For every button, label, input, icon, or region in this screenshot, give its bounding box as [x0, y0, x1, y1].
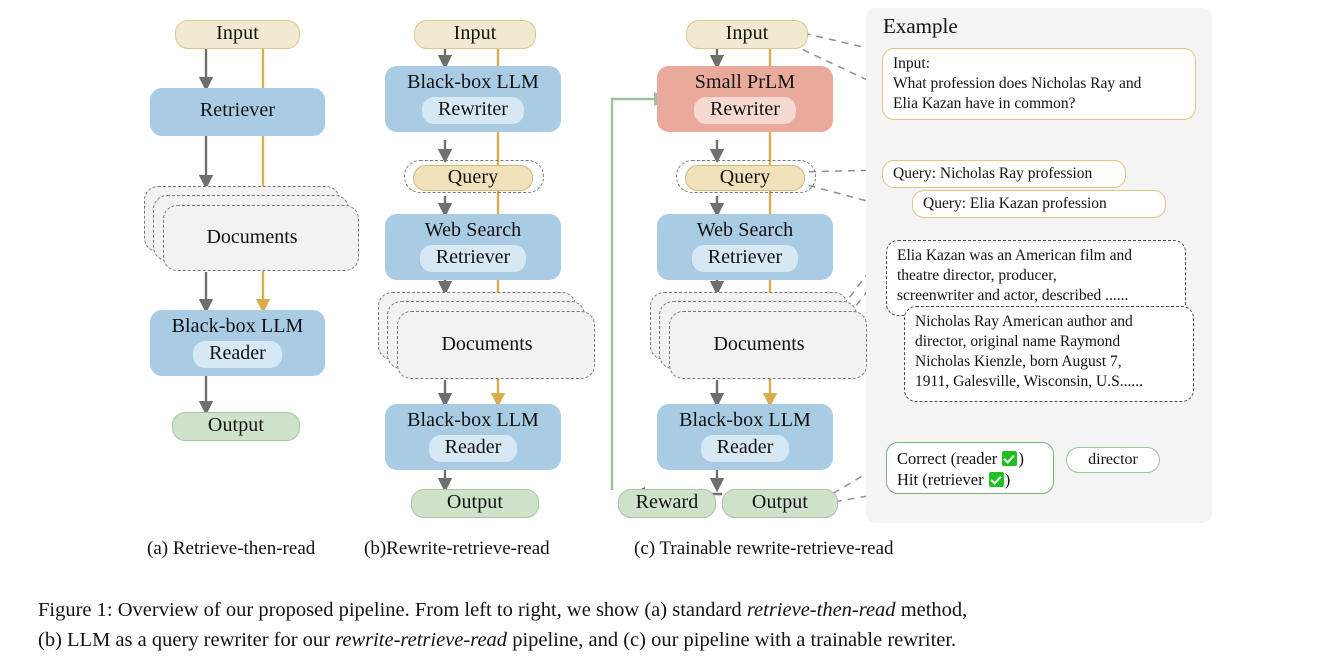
example-correct-line: Correct (reader )	[897, 448, 1044, 469]
node-b-rewriter[interactable]: Black-box LLM Rewriter	[385, 66, 561, 132]
node-c-query[interactable]: Query	[676, 160, 816, 196]
node-a-reader[interactable]: Black-box LLM Reader	[150, 310, 325, 376]
example-query-1: Query: Nicholas Ray profession	[893, 165, 1093, 182]
node-c-retriever-title: Web Search	[696, 218, 794, 241]
node-b-retriever[interactable]: Web Search Retriever	[385, 214, 561, 280]
node-c-output-label: Output	[751, 491, 809, 514]
node-a-documents-label: Documents	[206, 226, 298, 248]
subcaption-a: (a) Retrieve-then-read	[147, 538, 316, 559]
node-b-documents[interactable]: Documents	[378, 292, 596, 380]
node-c-rewriter[interactable]: Small PrLM Rewriter	[657, 66, 833, 132]
node-c-output[interactable]: Output	[722, 489, 838, 518]
node-c-retriever[interactable]: Web Search Retriever	[657, 214, 833, 280]
caption-line2-a: (b) LLM as a query rewriter for our	[38, 628, 336, 651]
example-verdict-card[interactable]: Correct (reader ) Hit (retriever )	[886, 442, 1054, 494]
node-c-input-label: Input	[725, 22, 769, 45]
node-b-reader-title: Black-box LLM	[407, 408, 539, 431]
node-c-documents[interactable]: Documents	[650, 292, 868, 380]
example-answer: director	[1088, 451, 1138, 468]
subcaption-b: (b)Rewrite-retrieve-read	[364, 538, 550, 559]
node-a-input[interactable]: Input	[175, 20, 300, 49]
documents-sheet-front	[397, 311, 595, 379]
node-c-reader-title: Black-box LLM	[679, 408, 811, 431]
example-input-line2: Elia Kazan have in common?	[893, 94, 1076, 112]
example-doc2-line1: Nicholas Ray American author and	[915, 313, 1133, 330]
example-doc2-line4: 1911, Galesville, Wisconsin, U.S......	[915, 372, 1143, 390]
node-a-reader-title: Black-box LLM	[171, 314, 304, 337]
check-icon	[988, 472, 1004, 488]
node-b-documents-label: Documents	[441, 333, 533, 355]
example-doc1-line2: theatre director, producer,	[897, 266, 1057, 284]
node-b-query[interactable]: Query	[404, 160, 544, 196]
example-hit-line: Hit (retriever )	[897, 469, 1044, 490]
node-a-reader-sub: Reader	[193, 341, 282, 369]
example-doc1-line3: screenwriter and actor, described ......	[897, 286, 1129, 304]
node-a-retriever-label: Retriever	[199, 99, 276, 122]
node-c-rewriter-sub: Rewriter	[694, 97, 796, 125]
node-c-input[interactable]: Input	[686, 20, 808, 49]
node-b-retriever-title: Web Search	[424, 218, 522, 241]
node-c-query-pill: Query	[685, 165, 805, 191]
node-b-reader[interactable]: Black-box LLM Reader	[385, 404, 561, 470]
example-correct-prefix: Correct (reader	[897, 449, 1002, 468]
node-c-retriever-sub: Retriever	[691, 245, 799, 273]
node-b-rewriter-sub: Rewriter	[422, 97, 524, 125]
node-a-documents[interactable]: Documents	[144, 186, 360, 272]
example-query-card-2[interactable]: Query: Elia Kazan profession	[912, 190, 1166, 218]
example-query-card-1[interactable]: Query: Nicholas Ray profession	[882, 160, 1126, 188]
example-hit-suffix: )	[1004, 470, 1011, 490]
node-b-query-label: Query	[447, 165, 499, 188]
example-input-card[interactable]: Input: What profession does Nicholas Ray…	[882, 48, 1196, 120]
node-b-output[interactable]: Output	[411, 489, 539, 518]
caption-line1-b: method,	[895, 599, 968, 621]
figure-caption: Figure 1: Overview of our proposed pipel…	[38, 596, 1300, 655]
node-b-rewriter-title: Black-box LLM	[407, 70, 539, 93]
example-answer-card[interactable]: director	[1066, 447, 1160, 473]
node-c-reward-label: Reward	[635, 491, 699, 514]
node-c-rewriter-title: Small PrLM	[694, 70, 796, 93]
example-query-2: Query: Elia Kazan profession	[923, 195, 1107, 212]
node-b-query-pill: Query	[413, 165, 533, 191]
node-c-query-label: Query	[719, 165, 771, 188]
caption-line1-a: Figure 1: Overview of our proposed pipel…	[38, 599, 747, 621]
documents-sheet-front	[163, 205, 359, 271]
check-icon	[1002, 451, 1018, 466]
example-input-line1: What profession does Nicholas Ray and	[893, 74, 1142, 92]
node-c-reader[interactable]: Black-box LLM Reader	[657, 404, 833, 470]
example-doc-card-2[interactable]: Nicholas Ray American author and directo…	[904, 306, 1194, 402]
node-a-retriever[interactable]: Retriever	[150, 88, 325, 136]
node-b-retriever-sub: Retriever	[419, 245, 527, 273]
caption-line2-em: rewrite-retrieve-read	[335, 628, 508, 651]
node-c-reward[interactable]: Reward	[618, 489, 716, 518]
example-doc1-line1: Elia Kazan was an American film and	[897, 247, 1132, 264]
subcaption-c: (c) Trainable rewrite-retrieve-read	[634, 538, 894, 559]
node-b-input[interactable]: Input	[414, 20, 536, 49]
example-title: Example	[883, 14, 958, 38]
node-b-query-dash	[404, 160, 544, 193]
node-c-reader-sub: Reader	[700, 435, 790, 463]
node-a-input-label: Input	[216, 22, 259, 45]
node-a-output-label: Output	[207, 414, 265, 437]
node-c-documents-label: Documents	[713, 333, 805, 355]
example-doc-card-1[interactable]: Elia Kazan was an American film and thea…	[886, 240, 1186, 316]
node-a-output[interactable]: Output	[172, 412, 300, 441]
node-b-output-label: Output	[446, 491, 504, 514]
example-hit-prefix: Hit (retriever	[897, 470, 988, 490]
node-b-reader-sub: Reader	[428, 435, 518, 463]
example-doc2-line2: director, original name Raymond	[915, 332, 1121, 350]
example-input-label: Input:	[893, 55, 931, 72]
node-b-input-label: Input	[453, 22, 497, 45]
example-correct-suffix: )	[1018, 449, 1024, 468]
caption-line2-b: pipeline, and (c) our pipeline with a tr…	[507, 628, 957, 651]
node-c-query-dash	[676, 160, 816, 193]
caption-line1-em: retrieve-then-read	[746, 599, 896, 621]
example-doc2-line3: Nicholas Kienzle, born August 7,	[915, 352, 1122, 370]
